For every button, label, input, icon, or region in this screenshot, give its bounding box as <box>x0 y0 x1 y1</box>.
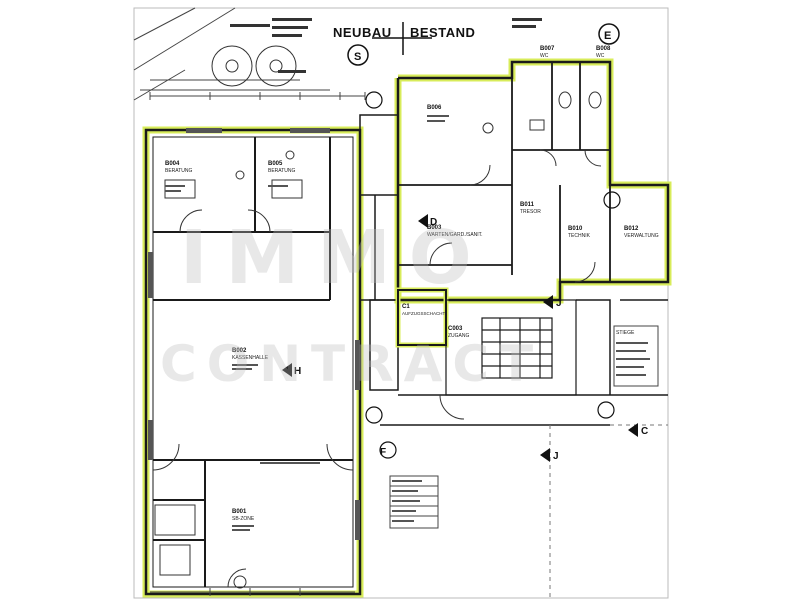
section-divider <box>372 22 432 55</box>
section-marker-h: H <box>294 366 301 377</box>
room-code-b011: B011 <box>520 202 535 208</box>
axis-label-e: E <box>604 30 611 42</box>
dimension-chain-bottom <box>150 588 355 596</box>
room-code-b007: B007 <box>540 46 555 52</box>
room-name-b005: BERATUNG <box>268 168 296 174</box>
room-name-b010: TECHNIK <box>568 233 591 239</box>
section-marker-j-upper: J <box>556 298 562 309</box>
room-name-b002: KASSENHALLE <box>232 355 269 361</box>
room-name-c003: ZUGANG <box>448 333 470 339</box>
stair-notes-box <box>613 325 659 387</box>
furniture <box>154 150 303 589</box>
section-marker-c: C <box>641 426 648 437</box>
paper-border <box>133 7 669 599</box>
tree-icon <box>255 45 297 87</box>
bestand-walls <box>398 62 611 282</box>
room-name-b012: VERWALTUNG <box>624 233 659 239</box>
room-name-b008: WC <box>596 53 605 59</box>
room-labels: B004 BERATUNG B005 BERATUNG B002 KASSENH… <box>165 46 659 522</box>
neubau-outline <box>142 126 364 598</box>
schedule-table <box>389 475 439 529</box>
door-swings-neubau <box>152 209 354 588</box>
room-code-b004: B004 <box>165 161 180 167</box>
room-code-b008: B008 <box>596 46 611 52</box>
axis-marker-e <box>598 23 620 45</box>
tree-icon <box>211 45 253 87</box>
structure-columns <box>148 128 360 540</box>
axis-marker-s <box>347 44 369 66</box>
room-code-b002: B002 <box>232 348 247 354</box>
site-boundary <box>549 424 668 598</box>
axis-label-s: S <box>354 51 361 63</box>
stair-hall-walls <box>380 299 668 426</box>
header-notes <box>230 18 542 73</box>
section-marker-j-lower: J <box>553 451 559 462</box>
door-swings-bestand <box>429 149 602 420</box>
dimension-chain-top <box>149 92 366 100</box>
room-code-b005: B005 <box>268 161 283 167</box>
room-name-b003: WARTEN/GARD./SANIT. <box>427 232 483 238</box>
room-name-b001: SB-ZONE <box>232 516 255 522</box>
room-name-b004: BERATUNG <box>165 168 193 174</box>
section-marker-d: D <box>430 217 437 228</box>
annotation-marks <box>165 115 650 531</box>
room-code-c1: C1 <box>402 304 410 310</box>
room-name-c1: AUFZUGSSCHACHT <box>402 311 446 316</box>
axis-circles <box>365 91 621 459</box>
room-code-b001: B001 <box>232 509 247 515</box>
label-neubau: NEUBAU <box>333 25 392 40</box>
room-code-b012: B012 <box>624 226 639 232</box>
link-corridor <box>359 114 399 391</box>
room-name-stiege: STIEGE <box>616 330 635 336</box>
room-code-b010: B010 <box>568 226 583 232</box>
site-lines <box>133 7 330 101</box>
room-code-c003: C003 <box>448 326 463 332</box>
section-marker-f: F <box>380 447 386 458</box>
neubau-walls <box>153 137 353 587</box>
tree-core-icon <box>269 59 283 73</box>
room-code-b003: B003 <box>427 225 442 231</box>
tree-symbols <box>211 45 297 87</box>
stair-core <box>445 299 577 396</box>
sanitary-fixtures <box>482 91 602 134</box>
room-code-b006: B006 <box>427 105 442 111</box>
room-name-b011: TRESOR <box>520 209 541 215</box>
marker-letters: H F D J J C S E <box>294 30 648 462</box>
tree-core-icon <box>225 59 239 73</box>
label-bestand: BESTAND <box>410 25 476 40</box>
room-name-b007: WC <box>540 53 549 59</box>
section-arrows <box>282 214 638 462</box>
